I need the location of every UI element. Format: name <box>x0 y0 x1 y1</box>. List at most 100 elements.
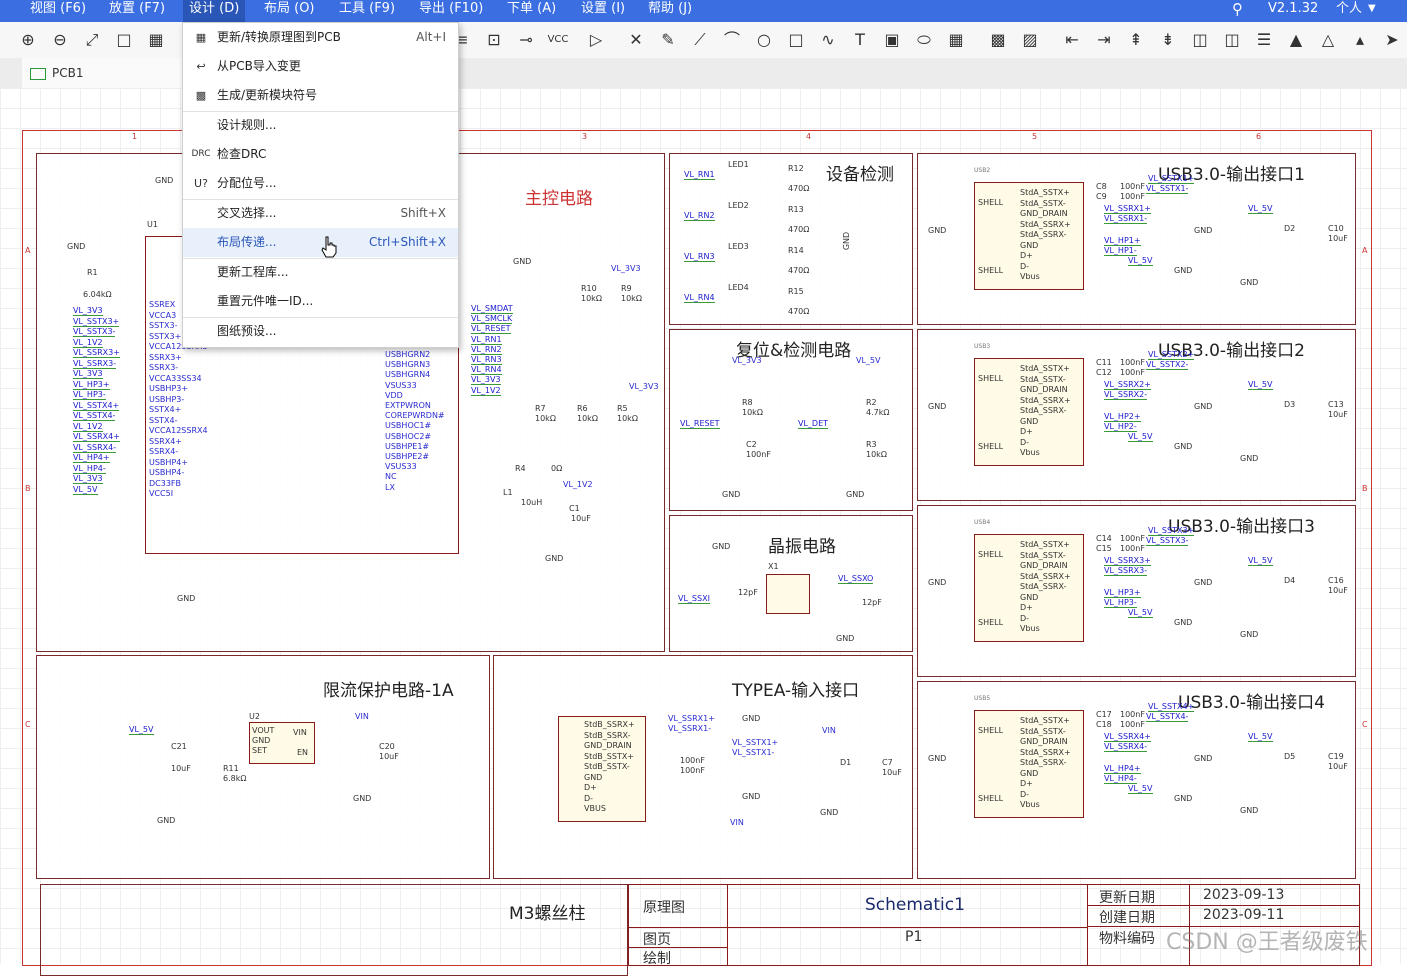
image-icon[interactable]: ▣ <box>884 30 900 49</box>
u1-pin-label: SSRX4+ <box>149 436 182 446</box>
menu-item-update-library[interactable]: 更新工程库... <box>183 258 458 287</box>
u1-pin-label: USBHP3+ <box>149 384 189 393</box>
l1-designator: L1 <box>503 488 513 497</box>
search-icon[interactable]: ⚲ <box>1232 0 1243 18</box>
menu-item-check-drc[interactable]: DRC 检查DRC <box>183 140 458 169</box>
menu-tools[interactable]: 工具 (F9) <box>339 1 396 16</box>
block-current-limit[interactable]: 限流保护电路-1A VL_5V U2 VOUT GND SET VIN EN V… <box>36 655 490 879</box>
typea-connector[interactable] <box>558 716 646 822</box>
u2-chip[interactable] <box>249 722 315 764</box>
usb-connector[interactable] <box>974 534 1084 642</box>
shell-pin-label: SHELL <box>978 198 1004 207</box>
no-connect-icon[interactable]: ✕ <box>629 30 643 49</box>
menu-item-design-rules[interactable]: 设计规则... <box>183 111 458 140</box>
menu-order[interactable]: 下单 (A) <box>507 1 557 16</box>
menu-item-reset-ids[interactable]: 重置元件唯一ID... <box>183 287 458 316</box>
netflag-icon[interactable]: ▷ <box>589 30 603 49</box>
chevron-down-icon[interactable]: ▼ <box>1368 3 1376 14</box>
zoom-in-icon[interactable]: ⊕ <box>21 30 35 49</box>
vcc-icon[interactable]: VCC <box>547 34 569 45</box>
x1-crystal[interactable] <box>766 574 810 614</box>
u1-pin-label: USBHGRN4 <box>385 370 431 380</box>
sheet-icon[interactable]: ▨ <box>1022 30 1038 49</box>
line-icon[interactable]: ⟋ <box>694 30 706 49</box>
menu-item-layout-transfer[interactable]: 布局传递... Ctrl+Shift+X <box>183 228 458 257</box>
menu-layout[interactable]: 布局 (O) <box>264 1 315 16</box>
u1-net-label: VL_SSRX3- <box>73 358 117 369</box>
design-dropdown-menu: ▦ 更新/转换原理图到PCB Alt+I ↩ 从PCB导入变更 ▩ 生成/更新模… <box>182 22 459 348</box>
flip-h-icon[interactable]: ▲ <box>1289 30 1303 49</box>
block-typea-input[interactable]: TYPEA-输入接口 StdB_SSRX+StdB_SSRX-GND_DRAIN… <box>493 655 913 879</box>
table-icon[interactable]: ▦ <box>948 30 964 49</box>
bezier-icon[interactable]: ∿ <box>821 30 835 49</box>
block-device-detect[interactable]: 设备检测 LED1 LED2 LED3 LED4 VL_RN1 VL_RN2 V… <box>669 153 913 325</box>
zoom-out-icon[interactable]: ⊖ <box>53 30 67 49</box>
align-center-h-icon[interactable]: ◫ <box>1192 30 1208 49</box>
menu-item-module-symbol[interactable]: ▩ 生成/更新模块符号 <box>183 81 458 110</box>
usb-net-label: VL_HP2- <box>1104 422 1137 432</box>
col-number: 1 <box>132 132 138 141</box>
schematic-canvas[interactable]: 1 3 4 5 6 A B C A B C 主控电路 GND U1 GND R1… <box>0 88 1407 976</box>
material-label: 物料编码 <box>1099 931 1155 947</box>
zoom-area-icon[interactable]: □ <box>116 30 132 49</box>
gnd-label: GND <box>928 754 947 763</box>
ellipse-icon[interactable]: ⬭ <box>917 30 931 49</box>
r7-designator: R7 <box>535 404 546 413</box>
menu-item-assign-designators[interactable]: U? 分配位号... <box>183 169 458 198</box>
align-right-icon[interactable]: ⇥ <box>1097 30 1111 49</box>
usb-pin-label: StdA_SSRX+ <box>1020 747 1071 757</box>
menu-design[interactable]: 设计 (D) <box>183 0 246 22</box>
r3-value: 10kΩ <box>866 450 887 459</box>
u1-pin-label: USBHGRN3 <box>385 360 431 370</box>
flip-v-icon[interactable]: △ <box>1321 30 1335 49</box>
menu-item-import-from-pcb[interactable]: ↩ 从PCB导入变更 <box>183 52 458 81</box>
cap-designator: C9 <box>1096 192 1107 201</box>
block-crystal[interactable]: 晶振电路 GND X1 VL_SSXI VL_SSXO 12pF 12pF GN… <box>669 515 913 652</box>
circle-icon[interactable]: ○ <box>757 30 771 49</box>
menu-item-update-to-pcb[interactable]: ▦ 更新/转换原理图到PCB Alt+I <box>183 23 458 52</box>
mirror-icon[interactable]: ▴ <box>1355 30 1365 49</box>
menu-view[interactable]: 视图 (F6) <box>30 1 87 16</box>
menu-place[interactable]: 放置 (F7) <box>109 1 166 16</box>
u1-net-label: VL_1V2 <box>471 385 501 396</box>
pen-icon[interactable]: ✎ <box>661 30 675 49</box>
usb-connector[interactable] <box>974 182 1084 290</box>
diode-designator: D3 <box>1284 400 1296 409</box>
usb-connector[interactable] <box>974 710 1084 818</box>
block-m3-screw[interactable]: M3螺丝柱 <box>40 884 628 976</box>
align-top-icon[interactable]: ⇞ <box>1129 30 1143 49</box>
usb-connector[interactable] <box>974 358 1084 466</box>
block-reset-detect[interactable]: 复位&检测电路 VL_3V3 VL_5V R8 10kΩ R2 4.7kΩ VL… <box>669 329 913 511</box>
text-icon[interactable]: T <box>855 30 865 49</box>
distribute-icon[interactable]: ☰ <box>1256 30 1272 49</box>
d1-designator: D1 <box>840 758 852 767</box>
u1-net-label: VL_1V2 <box>73 337 103 348</box>
align-left-icon[interactable]: ⇤ <box>1065 30 1079 49</box>
user-menu[interactable]: 个人 <box>1336 1 1363 16</box>
usb-net-label: VL_SSRX2+ <box>1104 380 1151 390</box>
align-center-v-icon[interactable]: ◫ <box>1224 30 1240 49</box>
netlabel-icon[interactable]: ⊸ <box>519 30 533 49</box>
row-letter: C <box>1362 720 1368 729</box>
menu-help[interactable]: 帮助 (J) <box>648 1 693 16</box>
vl-det-net: VL_DET <box>798 419 829 429</box>
usb-net-label: VL_SSRX3+ <box>1104 556 1151 566</box>
tab-pcb1[interactable]: PCB1 <box>22 58 183 88</box>
block-title: 复位&检测电路 <box>736 341 852 361</box>
menu-settings[interactable]: 设置 (I) <box>581 1 626 16</box>
rotate-icon[interactable]: ➤ <box>1385 30 1399 49</box>
rectangle-icon[interactable]: □ <box>788 30 804 49</box>
menu-item-sheet-presets[interactable]: 图纸预设... <box>183 317 458 346</box>
zoom-selection-icon[interactable]: ▦ <box>148 30 164 49</box>
netport-icon[interactable]: ⊡ <box>487 30 501 49</box>
module-icon[interactable]: ▩ <box>990 30 1006 49</box>
align-bottom-icon[interactable]: ⇟ <box>1161 30 1175 49</box>
arc-icon[interactable]: ⌒ <box>723 30 740 49</box>
menu-item-cross-select[interactable]: 交叉选择... Shift+X <box>183 199 458 228</box>
fit-view-icon[interactable]: ⤢ <box>85 30 99 49</box>
menu-export[interactable]: 导出 (F10) <box>419 1 484 16</box>
